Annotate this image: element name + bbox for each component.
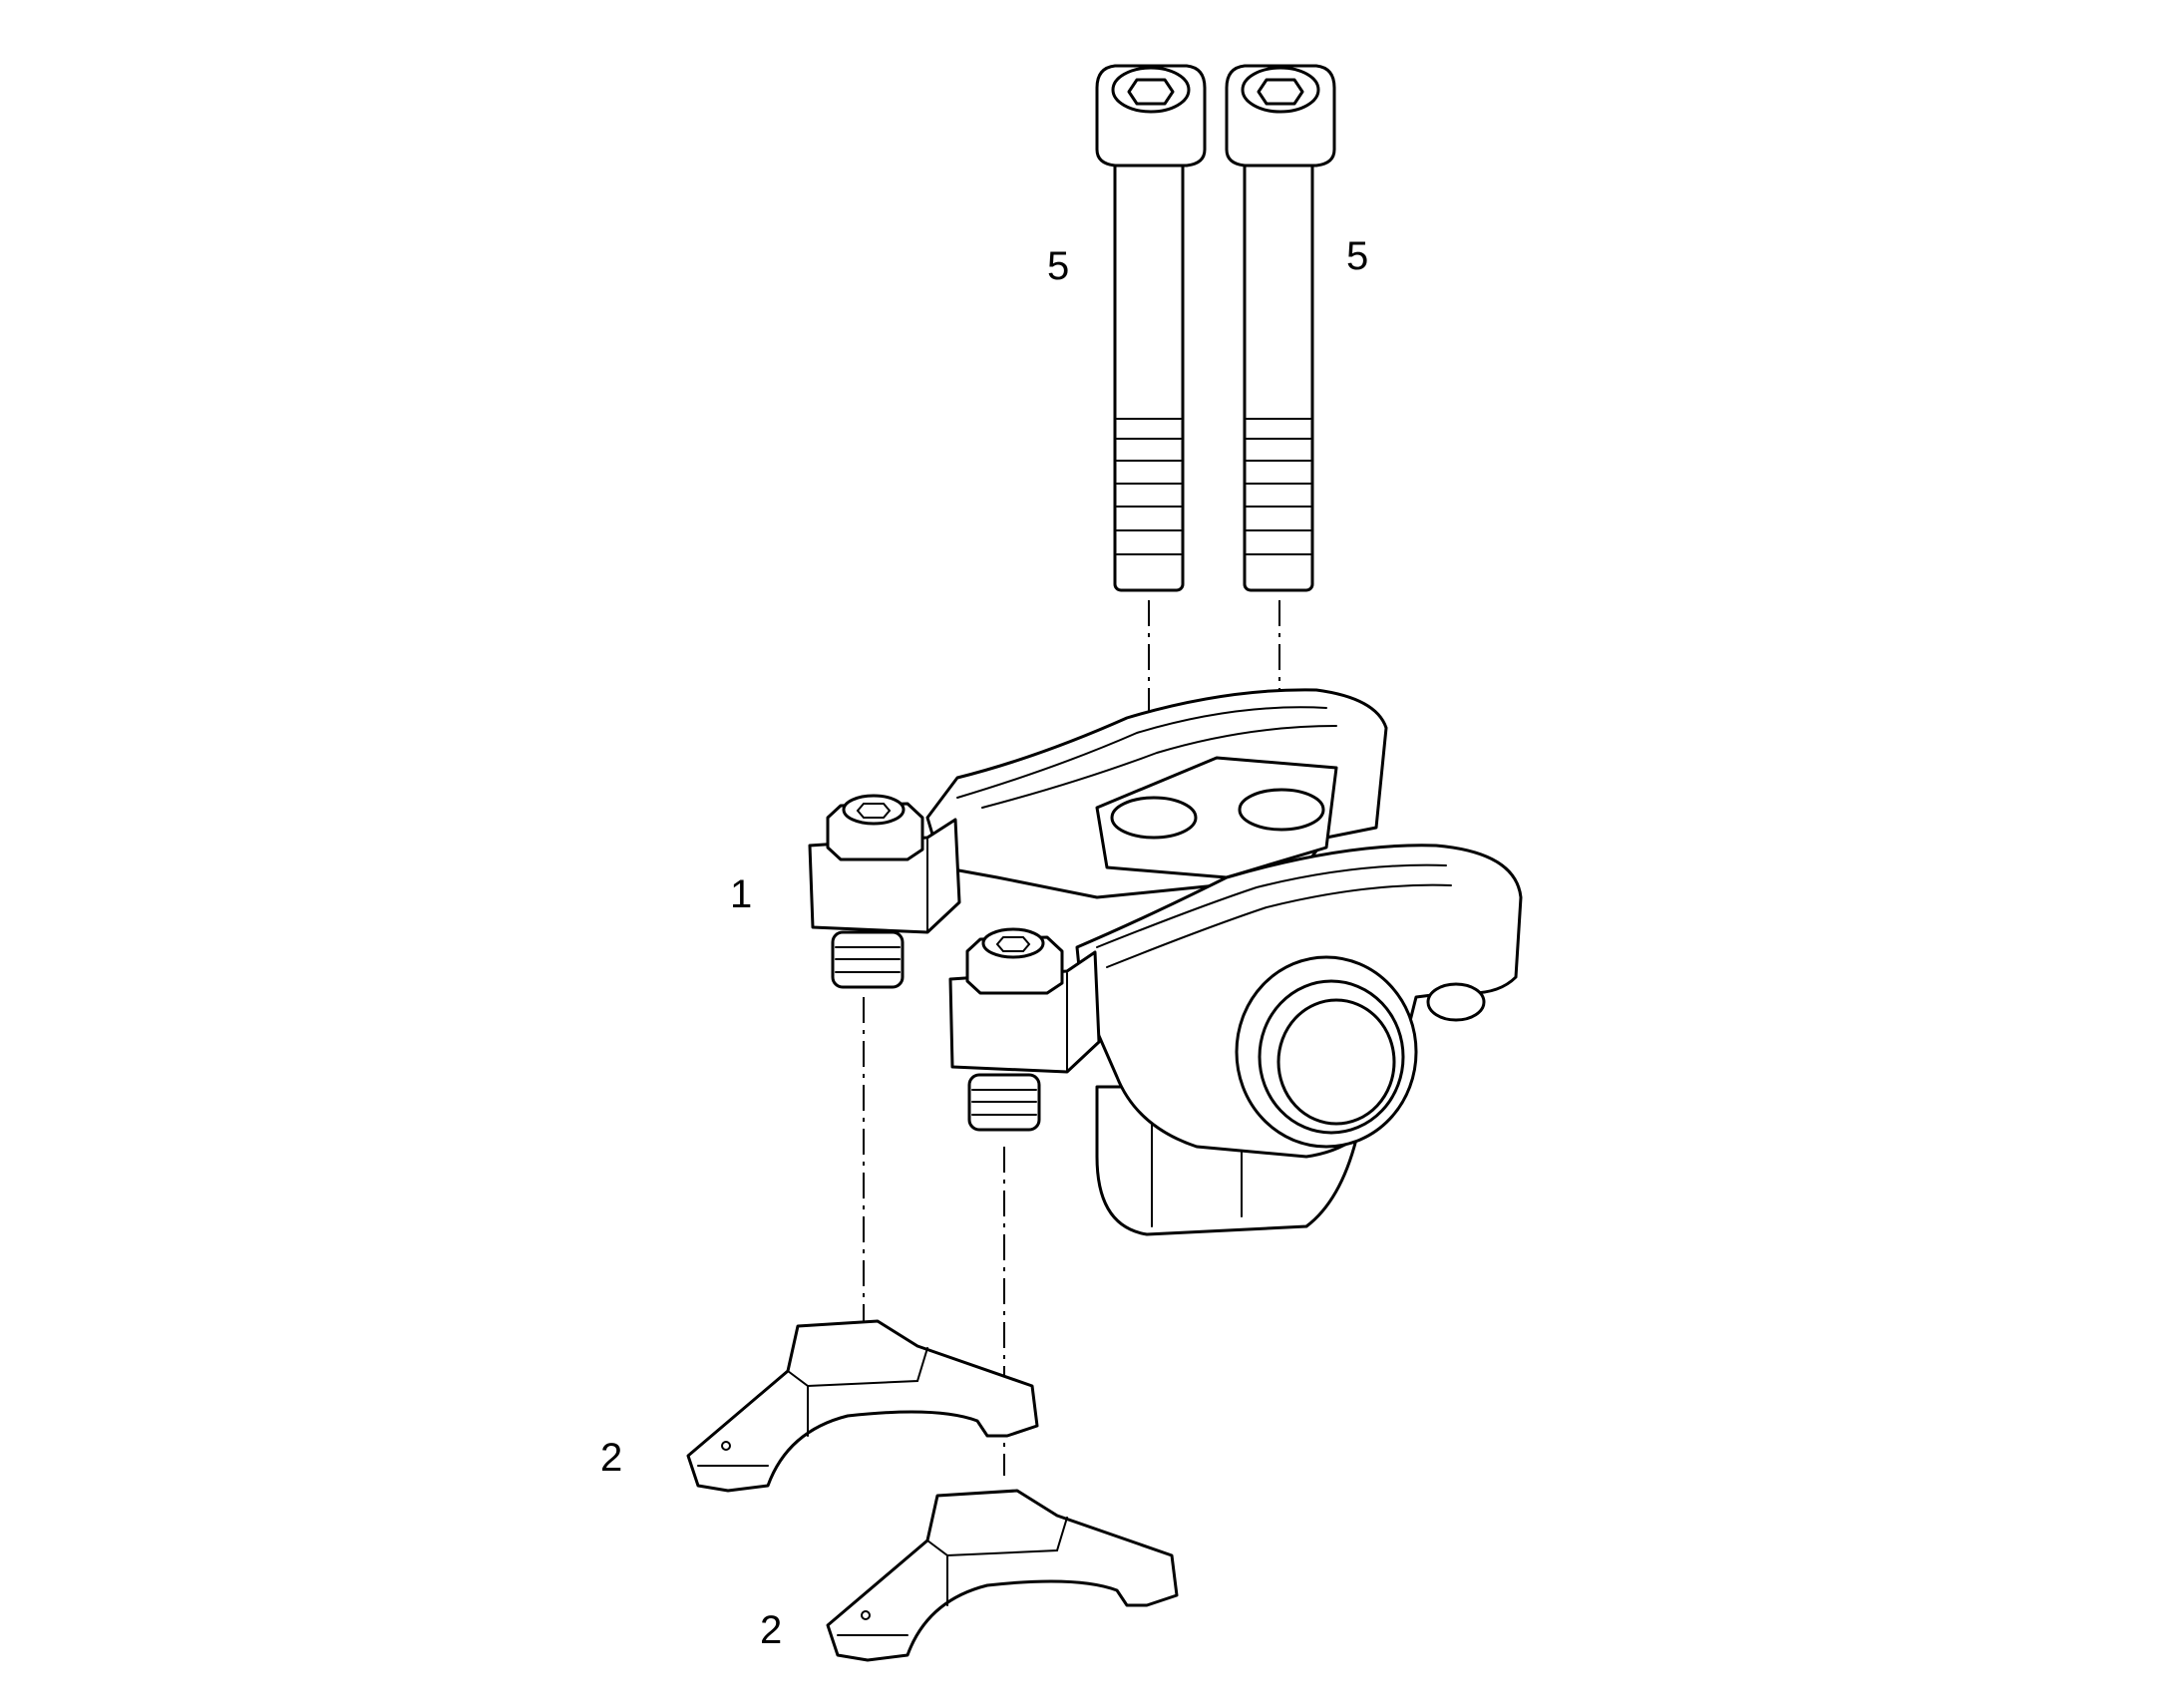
cap-screw-left	[1095, 64, 1207, 592]
callout-labels: 5 5 1 2 2	[600, 234, 1368, 1652]
valve-bridge-left	[686, 1319, 1039, 1493]
rocker-arm-assembly	[808, 688, 1523, 1236]
cap-screw-right	[1225, 64, 1336, 592]
valve-bridge-right	[826, 1489, 1179, 1662]
callout-bolt-right: 5	[1346, 234, 1368, 278]
callout-rocker-arm-assembly: 1	[730, 872, 752, 916]
callout-bolt-left: 5	[1047, 244, 1069, 288]
callout-bridge-left: 2	[600, 1436, 622, 1480]
callout-bridge-right: 2	[760, 1608, 782, 1652]
